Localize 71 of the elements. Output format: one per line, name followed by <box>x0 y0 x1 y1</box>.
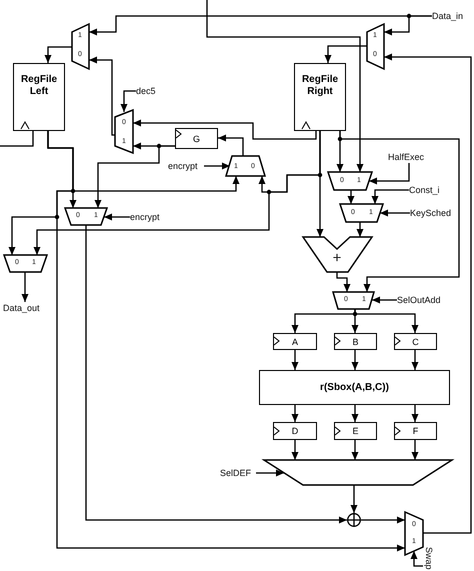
register-label: B <box>352 336 358 348</box>
arrow <box>412 350 418 370</box>
signal-label: KeySched <box>410 207 452 219</box>
signal-label: Const_i <box>409 184 440 196</box>
register-box <box>394 422 437 440</box>
signal-label: encrypt <box>130 211 160 223</box>
arrow <box>47 131 405 552</box>
arrow <box>372 189 409 204</box>
arrow <box>410 551 423 567</box>
arrow <box>120 90 136 112</box>
arrow <box>339 131 460 292</box>
arrow <box>204 162 230 170</box>
register-box <box>273 333 317 350</box>
signal-label: dec5 <box>136 85 156 97</box>
arrow <box>350 485 358 513</box>
arrow <box>256 470 284 476</box>
arrow <box>89 56 115 136</box>
arrow <box>352 405 358 422</box>
register-box <box>175 128 218 149</box>
arrow <box>384 54 472 534</box>
signal-label: Data_in <box>432 10 464 22</box>
register-box <box>13 63 65 131</box>
register-label: E <box>352 425 358 437</box>
signal-label: Swap <box>423 547 435 571</box>
arrow <box>324 45 367 63</box>
register-label: RegFile Right <box>300 74 340 98</box>
arrow <box>292 440 298 460</box>
register-label: F <box>412 425 418 437</box>
signal-label: encrypt <box>168 160 198 172</box>
plus-sign: + <box>332 250 342 266</box>
arrow <box>354 309 418 333</box>
arrow <box>22 272 28 302</box>
arrow <box>356 222 364 237</box>
signal-label: HalfExec <box>388 151 424 163</box>
arrow <box>94 145 175 208</box>
wire <box>0 131 34 147</box>
arrow <box>412 405 418 422</box>
register-label: D <box>292 425 298 437</box>
arrow <box>361 516 405 524</box>
register-box <box>334 333 377 350</box>
arrow <box>384 15 432 36</box>
register-box <box>394 333 437 350</box>
register-box <box>334 422 377 440</box>
register-box <box>259 370 450 405</box>
arrow <box>336 272 350 292</box>
register-label: RegFile Left <box>20 74 58 98</box>
arrow <box>292 350 298 370</box>
arrow <box>412 440 418 460</box>
arrow <box>104 214 130 220</box>
arrow <box>133 120 317 140</box>
arrow <box>372 296 397 304</box>
signal-label: Data_out <box>3 302 40 314</box>
arrow <box>206 0 364 172</box>
arrow <box>348 190 354 204</box>
register-box <box>294 63 346 131</box>
arrow <box>218 134 244 156</box>
arrow <box>85 225 347 524</box>
register-label: A <box>292 336 298 348</box>
register-box <box>273 422 317 440</box>
arrow <box>352 440 358 460</box>
register-label: r(Sbox(A,B,C)) <box>320 382 389 394</box>
arrow <box>44 46 72 63</box>
arrow <box>316 131 324 237</box>
arrow <box>369 163 410 184</box>
register-label: G <box>192 132 200 144</box>
arrow <box>352 350 358 370</box>
arrow <box>380 210 410 216</box>
arrow <box>292 405 298 422</box>
signal-label: SelOutAdd <box>397 294 441 306</box>
register-label: C <box>412 336 419 348</box>
signal-label: SelDEF <box>220 467 252 479</box>
